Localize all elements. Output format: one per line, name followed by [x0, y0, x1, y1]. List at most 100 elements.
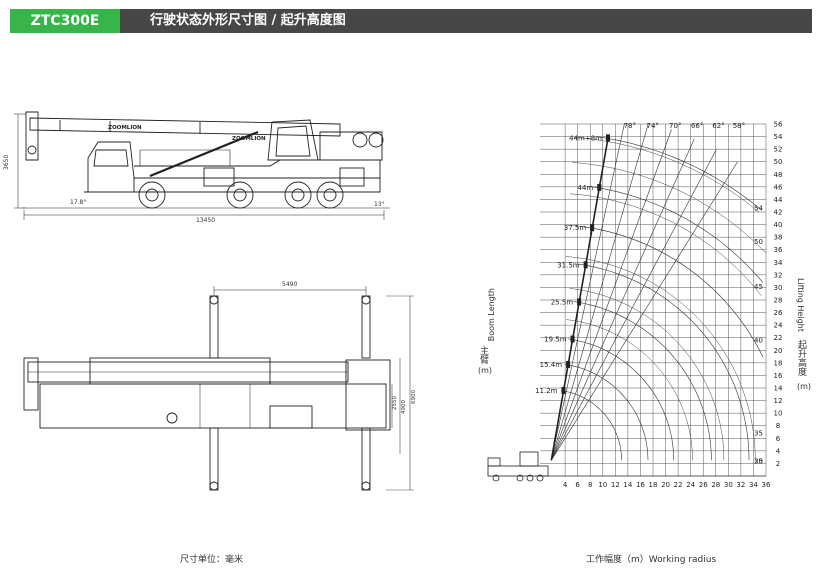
- width-dimension-2: 4900: [401, 400, 407, 414]
- angle-label: 74°: [647, 122, 659, 130]
- length-dimension: 13450: [196, 217, 215, 224]
- y-tick-label: 56: [774, 121, 783, 129]
- x-tick-label: 32: [736, 481, 745, 489]
- y-tick-label: 18: [774, 359, 783, 367]
- width-dimension-1: 2550: [392, 396, 398, 410]
- boom-section-mark: [583, 261, 588, 269]
- y-tick-label: 2: [776, 460, 780, 468]
- x-tick-label: 20: [661, 481, 670, 489]
- x-tick-label: 24: [686, 481, 695, 489]
- x-axis-label: 工作幅度（m）Working radius: [586, 555, 717, 565]
- lift-label-en: Lifting Height: [796, 278, 805, 332]
- boom-length-arc: [596, 136, 762, 211]
- boom-section-mark: [590, 224, 595, 232]
- x-tick-label: 30: [724, 481, 733, 489]
- height-arc-label: 35: [754, 430, 763, 438]
- x-tick-label: 14: [623, 481, 632, 489]
- angle-line: [551, 149, 717, 461]
- lift-unit: (m): [797, 382, 812, 391]
- boom-length-label: 37.5m: [564, 224, 587, 232]
- angle-line: [551, 123, 625, 461]
- y-tick-label: 14: [774, 385, 783, 393]
- angle-line: [551, 161, 738, 461]
- lift-height-label-cn: 起升高度: [796, 340, 810, 379]
- boom-brand-text: ZOOMLION: [108, 125, 142, 131]
- y-tick-label: 24: [774, 322, 783, 330]
- angle-line: [551, 138, 695, 461]
- boom-length-label: 25.5m: [551, 298, 574, 306]
- header-bar: ZTC300E 行驶状态外形尺寸图 / 起升高度图: [10, 9, 812, 33]
- angle-line: [551, 123, 649, 461]
- chart-grid: [540, 123, 767, 477]
- y-tick-label: 12: [774, 397, 783, 405]
- boom-length-arc: [564, 364, 649, 461]
- y-tick-label: 42: [774, 209, 783, 217]
- x-tick-label: 34: [749, 481, 758, 489]
- x-tick-label: 26: [699, 481, 708, 489]
- height-arc-label: 50: [754, 238, 763, 246]
- width-dimension-3: 6900: [411, 390, 417, 404]
- boom-length-arc: [589, 186, 764, 283]
- x-tick-label: 28: [711, 481, 720, 489]
- crane-silhouette: [487, 451, 549, 482]
- angle-label: 58°: [733, 122, 745, 130]
- angle-label: 62°: [712, 122, 724, 130]
- boom-unit: (m): [478, 366, 493, 375]
- boom-length-label: 19.5m: [544, 336, 567, 344]
- y-tick-label: 46: [774, 183, 783, 191]
- angle-label: 66°: [691, 122, 703, 130]
- height-arc-label: 40: [754, 336, 763, 344]
- boom-length-label: 31.5m: [557, 261, 580, 269]
- departure-angle: 13°: [374, 201, 385, 208]
- height-dimension: 3650: [3, 155, 10, 170]
- boom-section-mark: [605, 134, 610, 142]
- y-tick-label: 16: [774, 372, 783, 380]
- boom-length-arc: [561, 390, 622, 461]
- y-tick-label: 32: [774, 271, 783, 279]
- y-tick-label: 4: [776, 447, 781, 455]
- y-tick-label: 48: [774, 171, 783, 179]
- height-arc: [566, 319, 693, 461]
- boom-length-label: 44m+8m: [569, 134, 602, 142]
- x-tick-label: 12: [611, 481, 620, 489]
- y-tick-label: 28: [774, 297, 783, 305]
- height-arc: [569, 288, 725, 461]
- y-tick-label: 36: [774, 246, 783, 254]
- height-arc-label: 30: [754, 457, 763, 465]
- y-tick-label: 6: [776, 435, 781, 443]
- approach-angle: 17.8°: [70, 199, 86, 206]
- angle-label: 78°: [624, 122, 636, 130]
- x-tick-label: 36: [762, 481, 771, 489]
- lift-label-cn-text: 起升高度: [796, 340, 806, 376]
- y-tick-label: 26: [774, 309, 783, 317]
- lift-height-label: Lifting Height: [796, 278, 810, 332]
- boom-length-arc: [573, 301, 712, 461]
- height-arc-label: 25: [754, 457, 763, 465]
- boom-section-mark: [566, 360, 571, 368]
- boom-section-mark: [570, 335, 575, 343]
- model-badge: ZTC300E: [10, 9, 120, 33]
- y-tick-label: 52: [774, 146, 783, 154]
- boom-section-mark: [597, 183, 602, 191]
- y-tick-label: 34: [774, 259, 783, 267]
- boom-label-cn-text: 主臂: [478, 346, 488, 364]
- y-tick-label: 40: [774, 221, 783, 229]
- angle-label: 70°: [669, 122, 681, 130]
- x-tick-label: 18: [649, 481, 658, 489]
- height-arc: [572, 162, 766, 254]
- side-view-drawing: [14, 111, 390, 220]
- angle-line: [551, 129, 672, 461]
- outrigger-span-dimension: 5490: [282, 281, 297, 288]
- height-arc: [567, 224, 764, 358]
- boom-section-mark: [561, 386, 566, 394]
- height-arc-label: 45: [754, 283, 763, 291]
- x-tick-label: 8: [588, 481, 592, 489]
- top-view-drawing: [23, 286, 414, 491]
- chart-boom-lines: [550, 134, 610, 461]
- boom-length-arc: [578, 263, 750, 461]
- boom-length-label: 15.4m: [540, 361, 563, 369]
- y-tick-label: 38: [774, 234, 783, 242]
- y-tick-label: 44: [774, 196, 783, 204]
